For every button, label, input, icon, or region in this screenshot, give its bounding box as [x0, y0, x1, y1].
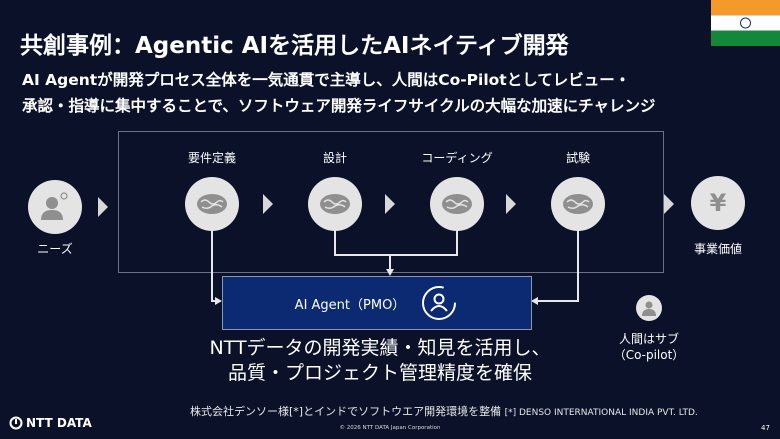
result-line2: 品質・プロジェクト管理精度を確保 — [227, 362, 532, 384]
needs-circle — [28, 180, 82, 234]
stage-label: コーディング — [421, 151, 493, 165]
needs-label: ニーズ — [37, 242, 73, 256]
brain-icon — [563, 194, 593, 214]
value-label: 事業価値 — [693, 242, 742, 256]
note-en: [*] DENSO INTERNATIONAL INDIA PVT. LTD. — [504, 408, 698, 418]
chevron-right-icon — [506, 194, 516, 214]
subtitle-line2: 承認・指導に集中することで、ソフトウェア開発ライフサイクルの大幅な加速にチャレン… — [22, 97, 656, 115]
brain-icon — [320, 194, 350, 214]
chevron-right-icon — [385, 194, 395, 214]
brain-circle — [308, 177, 362, 231]
page-number: 47 — [761, 424, 770, 432]
chevron-right-icon — [98, 197, 108, 217]
stage-label: 試験 — [565, 151, 590, 165]
brain-icon — [197, 194, 227, 214]
logo-text: NTT DATA — [26, 416, 92, 430]
brain-circle — [430, 177, 484, 231]
ai-agent-box: AI Agent（PMO） — [222, 276, 532, 330]
human-avatar-icon — [636, 295, 662, 321]
brain-icon — [442, 194, 472, 214]
ntt-logo-icon — [9, 416, 23, 430]
yen-icon: ¥ — [691, 176, 745, 230]
ai-agent-label: AI Agent（PMO） — [294, 297, 406, 313]
note-jp: 株式会社デンソー様[*]とインドでソフトウエア開発環境を整備 — [190, 405, 502, 418]
partner-note: 株式会社デンソー様[*]とインドでソフトウエア開発環境を整備 [*] DENSO… — [190, 403, 698, 419]
result-line1: NTTデータの開発実績・知見を活用し、 — [209, 337, 551, 359]
person-idea-icon — [41, 192, 68, 220]
agent-cycle-icon — [422, 286, 457, 320]
india-flag-icon — [711, 0, 780, 46]
result-statement: NTTデータの開発実績・知見を活用し、 品質・プロジェクト管理精度を確保 — [170, 336, 590, 386]
brain-circle — [551, 177, 605, 231]
stage-label: 要件定義 — [187, 151, 236, 165]
copyright: © 2026 NTT DATA Japan Corporation — [339, 425, 441, 431]
page-title: 共創事例：Agentic AIを活用したAIネイティブ開発 — [20, 33, 569, 59]
human-role-line1: 人間はサブ — [618, 332, 679, 346]
brain-circle — [185, 177, 239, 231]
chevron-right-icon — [664, 194, 674, 214]
chevron-right-icon — [263, 194, 273, 214]
subtitle-line1: AI Agentが開発プロセス全体を一気通貫で主導し、人間はCo-Pilotとし… — [22, 71, 631, 89]
ntt-data-logo: NTT DATA — [9, 416, 92, 430]
stage-label: 設計 — [322, 151, 347, 165]
human-role-line2: （Co-pilot） — [613, 348, 685, 362]
